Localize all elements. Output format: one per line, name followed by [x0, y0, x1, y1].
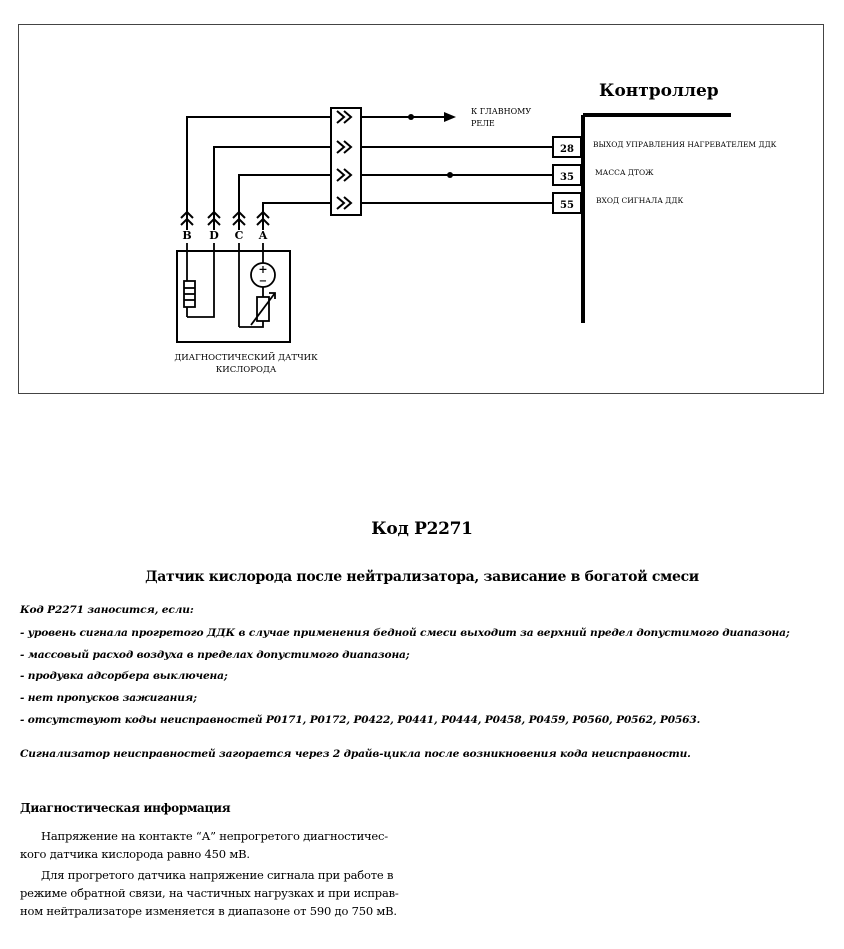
relay-label-line1: К ГЛАВНОМУ [471, 107, 531, 116]
pin-label: ВХОД СИГНАЛА ДДК [596, 196, 683, 205]
pin-number: 55 [560, 200, 574, 211]
sensor-label-line1: ДИАГНОСТИЧЕСКИЙ ДАТЧИК [174, 351, 318, 363]
condition-item: - отсутствуют коды неисправностей P0171,… [20, 714, 701, 726]
junction-dot-relay [408, 114, 414, 120]
junction-dot-ground [447, 172, 453, 178]
wires [186, 116, 553, 230]
connector-block [330, 107, 362, 216]
wiring-diagram: Контроллер К ГЛАВНОМУ [18, 24, 824, 394]
pin-35: 35 МАССА ДТОЖ [552, 164, 654, 186]
wiring-diagram-svg: Контроллер К ГЛАВНОМУ [174, 81, 777, 375]
pin-55: 55 ВХОД СИГНАЛА ДДК [552, 192, 683, 214]
pin-number: 28 [560, 144, 574, 155]
condition-item: - продувка адсорбера выключена; [20, 670, 228, 682]
connector-letter-a: A [258, 229, 268, 242]
sensor-housing [176, 250, 291, 343]
sensor-connector-chevrons [180, 210, 270, 226]
pin-28: 28 ВЫХОД УПРАВЛЕНИЯ НАГРЕВАТЕЛЕМ ДДК [552, 136, 777, 158]
sensor-plus-sign: + [258, 263, 267, 276]
pin-label: ВЫХОД УПРАВЛЕНИЯ НАГРЕВАТЕЛЕМ ДДК [593, 140, 777, 149]
conditions-intro: Код P2271 заносится, если: [20, 604, 194, 616]
connector-chevrons [336, 110, 353, 210]
pin-number: 35 [560, 172, 574, 183]
condition-item: - уровень сигнала прогретого ДДК в случа… [20, 627, 790, 639]
paragraph-line: Для прогретого датчика напряжение сигнал… [41, 868, 394, 882]
relay-label-line2: РЕЛЕ [471, 119, 495, 128]
sensor-minus-sign: − [259, 276, 267, 287]
paragraph-line: кого датчика кислорода равно 450 мВ. [20, 847, 250, 861]
diagnostic-paragraph-1: Напряжение на контакте “А” непрогретого … [20, 827, 412, 863]
relay-arrow-icon [444, 112, 456, 122]
diagnostic-paragraph-2: Для прогретого датчика напряжение сигнал… [20, 866, 412, 920]
paragraph-line: ном нейтрализаторе изменяется в диапазон… [20, 904, 397, 918]
connector-letter-b: B [182, 229, 191, 242]
code-subtitle: Датчик кислорода после нейтрализатора, з… [145, 569, 699, 585]
sensor-label-line2: КИСЛОРОДА [216, 365, 277, 375]
paragraph-line: Напряжение на контакте “А” непрогретого … [41, 829, 388, 843]
condition-item: - нет пропусков зажигания; [20, 692, 197, 704]
controller-title: Контроллер [599, 81, 719, 101]
pin-label: МАССА ДТОЖ [595, 168, 654, 177]
diagnostic-heading: Диагностическая информация [20, 801, 231, 815]
sensor-element-circuit [238, 243, 276, 328]
heater-circuit [183, 243, 215, 318]
paragraph-line: режиме обратной связи, на частичных нагр… [20, 886, 399, 900]
malfunction-lamp-note: Сигнализатор неисправностей загорается ч… [20, 748, 691, 760]
condition-item: - массовый расход воздуха в пределах доп… [20, 649, 410, 661]
connector-letter-c: C [235, 229, 244, 242]
connector-letter-d: D [209, 229, 219, 242]
code-title: Код P2271 [371, 519, 473, 539]
